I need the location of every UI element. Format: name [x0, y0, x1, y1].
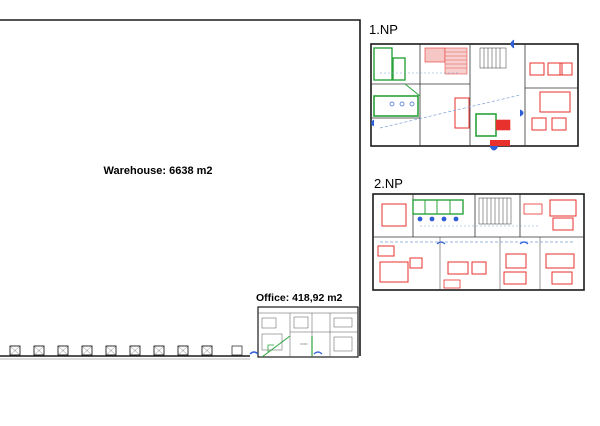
dock-door	[129, 345, 141, 356]
dock-door	[177, 345, 189, 356]
dock-door	[153, 345, 165, 356]
floor-1np-label: 1.NP	[369, 22, 398, 37]
dock-door-leveler	[33, 345, 45, 356]
warehouse-plan: Warehouse: 6638 m2	[0, 19, 361, 360]
dock-door-leveler	[201, 345, 213, 356]
dock-door	[33, 345, 45, 356]
dock-door-leveler	[177, 345, 189, 356]
floor-plan-1np: 1.NP	[369, 22, 579, 151]
floor-2np-label: 2.NP	[374, 176, 403, 191]
dock-door-leveler	[105, 345, 117, 356]
floor-2np-outline	[372, 193, 585, 291]
warehouse-outline	[0, 19, 361, 356]
dock-door-leveler	[129, 345, 141, 356]
dock-door	[105, 345, 117, 356]
office-plan: Office: 418,92 m2 ▭▭	[249, 292, 359, 358]
svg-text:▭▭: ▭▭	[300, 341, 308, 346]
dock-door-small	[231, 345, 243, 356]
dock-door	[57, 345, 69, 356]
dock-door-leveler	[81, 345, 93, 356]
office-label: Office: 418,92 m2	[256, 292, 343, 304]
dock-door-leveler	[9, 345, 21, 356]
dock-door	[201, 345, 213, 356]
dock-door-leveler	[153, 345, 165, 356]
floor-1np-outline	[370, 43, 579, 147]
dock-door	[9, 345, 21, 356]
warehouse-label: Warehouse: 6638 m2	[103, 165, 212, 177]
dock-door-leveler	[57, 345, 69, 356]
floor-plan-2np: 2.NP	[372, 176, 585, 291]
dock-doors	[9, 345, 243, 356]
dock-door	[81, 345, 93, 356]
